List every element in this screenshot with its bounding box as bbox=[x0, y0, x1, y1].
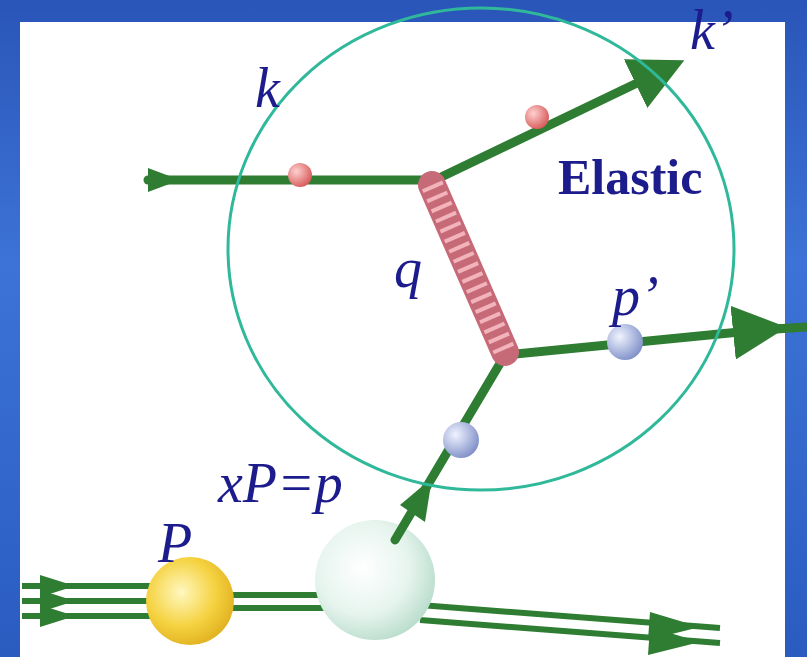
interaction-ellipse: Elastic bbox=[226, 6, 736, 492]
momentum-label: xP=p bbox=[218, 455, 343, 511]
ellipse-outline bbox=[226, 6, 736, 492]
momentum-label: P bbox=[158, 515, 192, 571]
momentum-label: q bbox=[394, 240, 422, 296]
momentum-label: k’ bbox=[690, 2, 734, 58]
process-label: Elastic bbox=[556, 152, 704, 202]
momentum-label: p’ bbox=[612, 268, 659, 324]
momentum-label: k bbox=[255, 60, 280, 116]
